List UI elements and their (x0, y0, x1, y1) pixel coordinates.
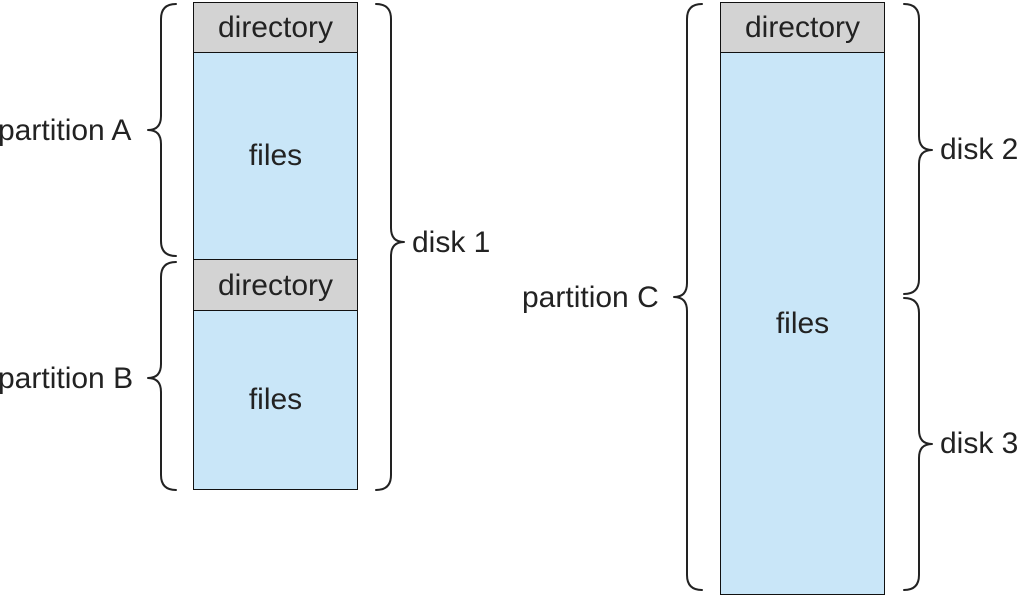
partition-b-directory-block: directory (193, 259, 358, 312)
disk-1-label: disk 1 (412, 226, 491, 259)
partition-c-files-block: files (720, 52, 885, 595)
disk-3-brace (903, 297, 933, 591)
partition-b-label: partition B (0, 362, 134, 395)
disk-1-brace (375, 3, 405, 491)
partition-a-directory-label: directory (217, 11, 334, 44)
partition-c-directory-block: directory (720, 2, 885, 54)
partition-a-directory-block: directory (193, 2, 358, 54)
partition-b-files-label: files (248, 383, 303, 416)
partition-b-brace (147, 261, 177, 491)
partition-c-label: partition C (522, 281, 659, 314)
partition-a-files-label: files (248, 139, 303, 172)
partition-a-label: partition A (0, 114, 132, 147)
partition-a-brace (147, 3, 177, 257)
disk-3-label: disk 3 (940, 427, 1019, 460)
partition-b-directory-label: directory (217, 268, 334, 302)
partition-c-brace (673, 3, 703, 591)
disk-2-brace (903, 3, 933, 295)
disk-2-label: disk 2 (940, 133, 1019, 166)
partition-c-files-label: files (775, 306, 830, 340)
partition-c-directory-label: directory (744, 11, 861, 44)
partition-b-files-block: files (193, 310, 358, 490)
